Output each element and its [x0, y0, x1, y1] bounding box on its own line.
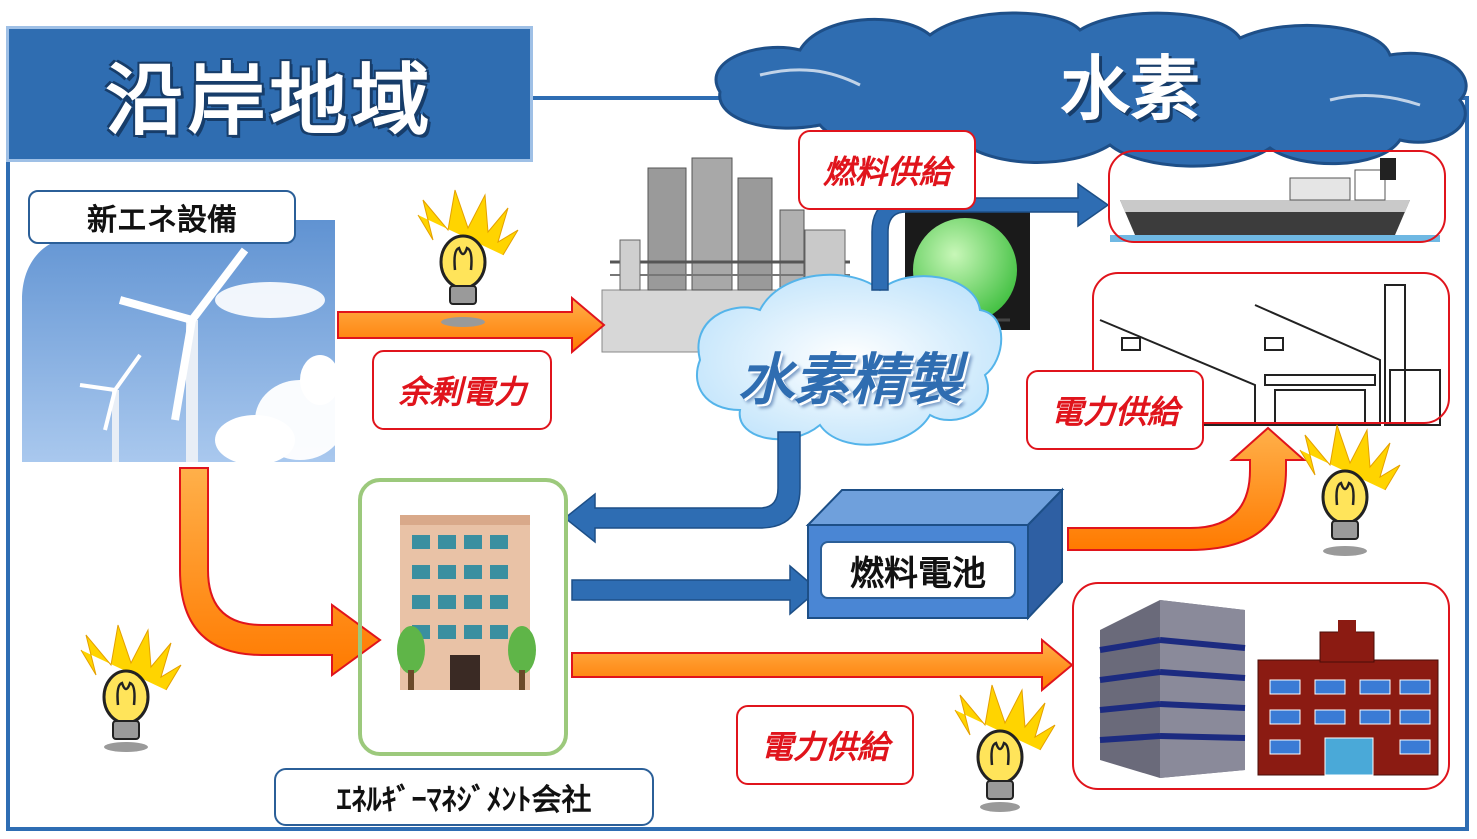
power-supply-label-bottom: 電力供給 [736, 705, 914, 785]
ems-building-image [397, 515, 536, 690]
power-supply-label-top: 電力供給 [1026, 370, 1204, 450]
lightbulb-icon-1 [417, 189, 519, 327]
refining-cloud [695, 273, 1003, 446]
fuelcell-to-factory-arrow [1067, 426, 1307, 551]
renewable-label: 新エネ設備 [28, 190, 296, 244]
ems-to-offices-arrow [571, 637, 1074, 693]
hydrogen-title: 水素 [1060, 47, 1200, 130]
renewable-to-ems-arrow [179, 467, 382, 677]
ship-image [1110, 158, 1440, 242]
ems-to-fuelcell-arrow [571, 564, 820, 616]
lightbulb-icon-3 [1299, 424, 1401, 556]
wind-turbine-image [22, 203, 345, 465]
lightbulb-icon-2 [80, 624, 182, 752]
region-title-box [6, 26, 533, 162]
factory-panel [1092, 272, 1450, 424]
region-title: 沿岸地域 [105, 56, 434, 146]
fuel-cell-label: 燃料電池 [820, 541, 1016, 599]
ems-company-panel [358, 478, 568, 756]
ship-panel [1108, 150, 1446, 243]
lightbulb-icon-4 [954, 684, 1056, 812]
surplus-power-label: 余剰電力 [372, 350, 552, 430]
refining-label: 水素精製 [738, 347, 962, 413]
office-buildings-image [1099, 600, 1439, 778]
refining-to-ship-arrow [871, 182, 1110, 291]
offices-panel [1072, 582, 1450, 790]
ems-company-label: ｴﾈﾙｷﾞｰﾏﾈｼﾞﾒﾝﾄ会社 [274, 768, 654, 826]
fuel-supply-label: 燃料供給 [798, 130, 976, 210]
refining-to-ems-arrow [563, 431, 801, 544]
